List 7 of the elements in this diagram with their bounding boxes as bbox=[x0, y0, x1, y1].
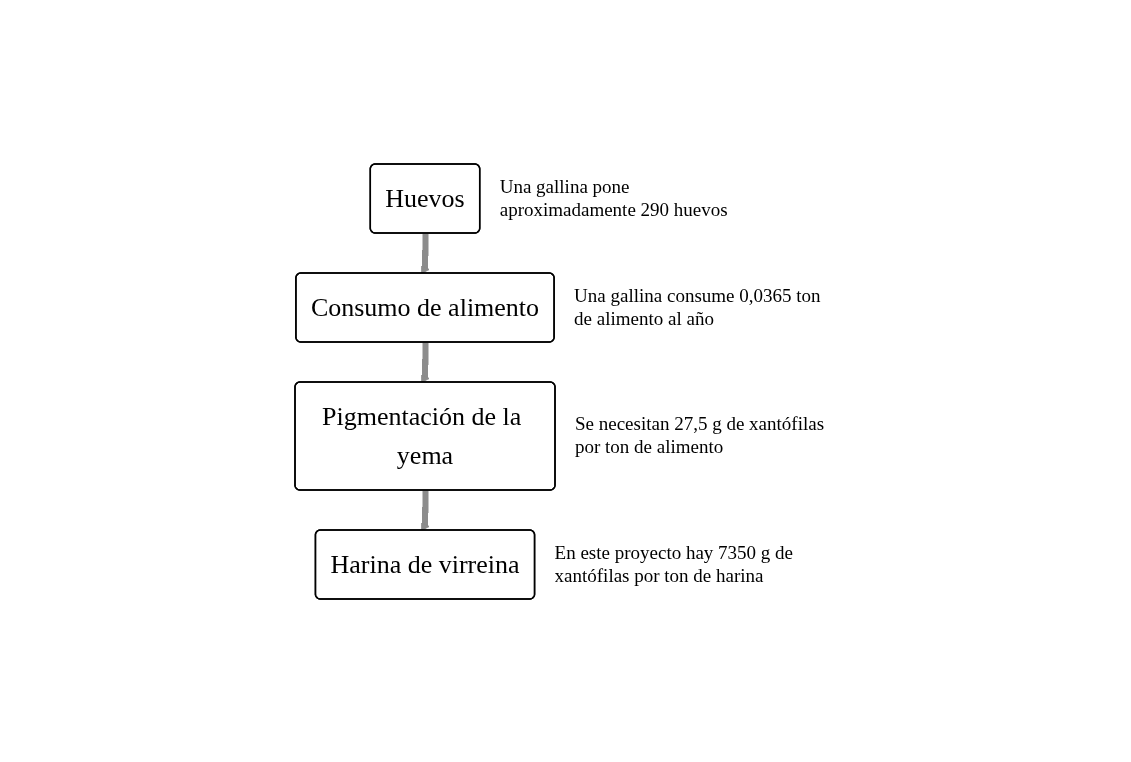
note-text: Se necesitan 27,5 g de xantófilas por ton de alimento bbox=[574, 412, 825, 459]
note-text: Una gallina consume 0,0365 ton de alimento al año bbox=[573, 284, 822, 330]
note-text: Una gallina pone aproximadamente 290 huevos bbox=[499, 175, 729, 221]
note-text: En este proyecto hay 7350 g de xantófilas por ton de harina bbox=[554, 541, 794, 587]
arrow bbox=[420, 490, 430, 531]
arrow bbox=[420, 233, 430, 274]
arrow bbox=[420, 342, 430, 383]
